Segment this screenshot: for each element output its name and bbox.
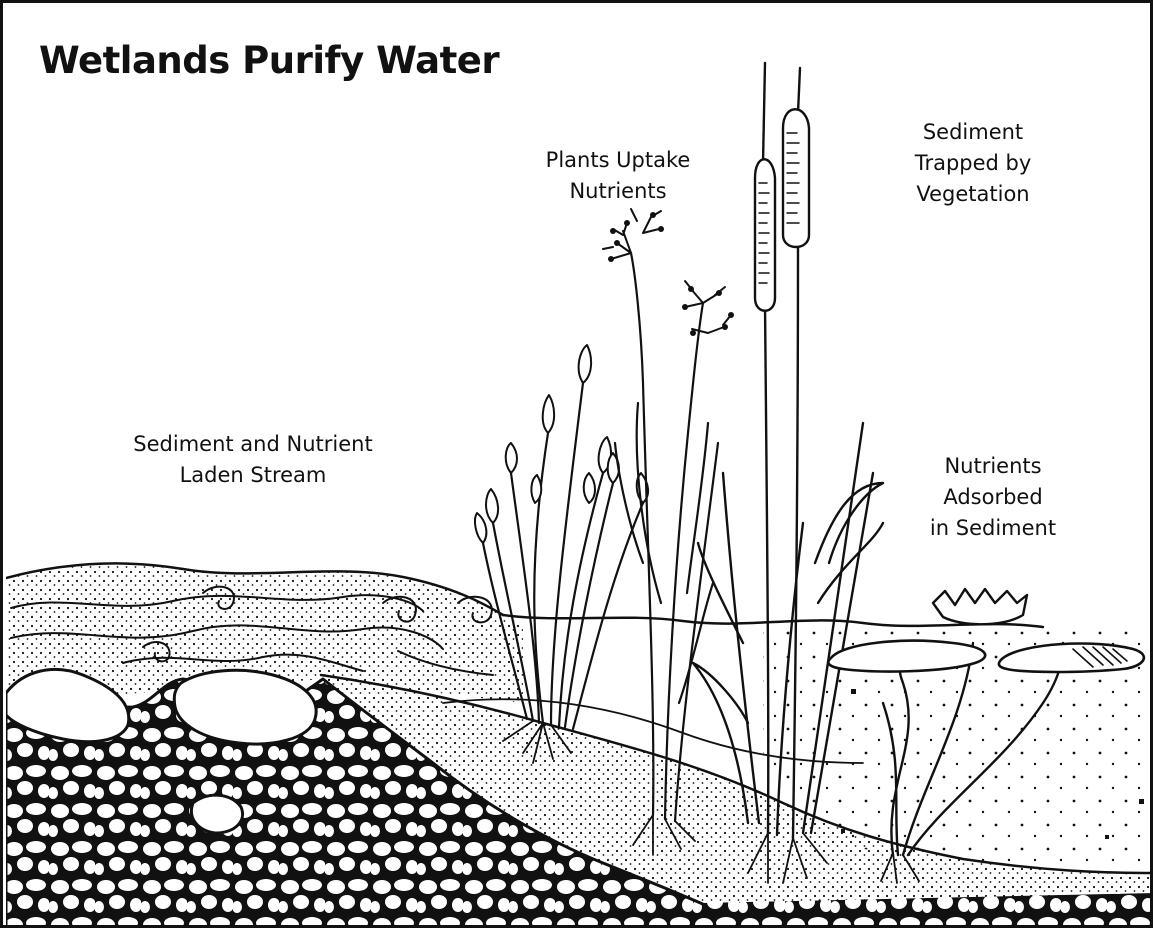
label-sediment-trapped-by-vegetation: Sediment Trapped by Vegetation	[883, 117, 1063, 210]
label-sediment-nutrient-stream: Sediment and Nutrient Laden Stream	[98, 429, 408, 491]
sedge-seed-heads	[475, 345, 648, 543]
label-plants-uptake-nutrients: Plants Uptake Nutrients	[518, 145, 718, 207]
lily-flower	[933, 589, 1027, 624]
stream-boulder-lower	[191, 795, 242, 833]
grass-seed-dots	[608, 212, 734, 336]
label-nutrients-adsorbed-in-sediment: Nutrients Adsorbed in Sediment	[898, 451, 1088, 544]
grass-seed-clusters	[603, 209, 731, 333]
diagram-title: Wetlands Purify Water	[39, 39, 499, 82]
